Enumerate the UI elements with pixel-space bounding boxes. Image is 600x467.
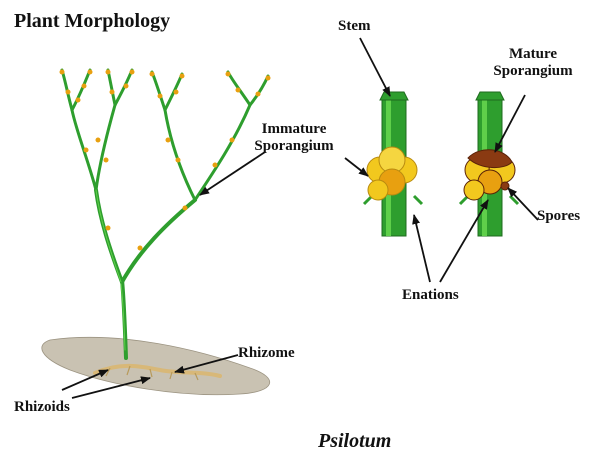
label-arrows <box>61 37 539 399</box>
immature-sporangium <box>366 146 418 201</box>
label-immature-sporangium: Immature Sporangium <box>244 121 344 155</box>
mature-sporangium <box>463 149 516 201</box>
label-mature-line1: Mature <box>508 46 558 62</box>
label-immature-line1: Immature <box>261 121 327 137</box>
label-spores: Spores <box>537 208 581 224</box>
caption-genus: Psilotum <box>318 430 392 452</box>
soil-patch <box>41 336 270 396</box>
label-stem: Stem <box>338 18 371 34</box>
mature-stem-detail <box>458 91 520 237</box>
label-rhizome: Rhizome <box>238 345 295 361</box>
label-immature-line2: Sporangium <box>254 138 334 154</box>
label-mature-line2: Sporangium <box>493 63 573 79</box>
label-enations: Enations <box>402 287 459 303</box>
diagram-title: Plant Morphology <box>14 10 171 32</box>
immature-stem-detail <box>362 91 424 237</box>
label-mature-sporangium: Mature Sporangium <box>478 46 588 80</box>
psilotum-plant <box>59 68 271 360</box>
label-rhizoids: Rhizoids <box>14 399 70 415</box>
rhizome <box>93 363 222 378</box>
